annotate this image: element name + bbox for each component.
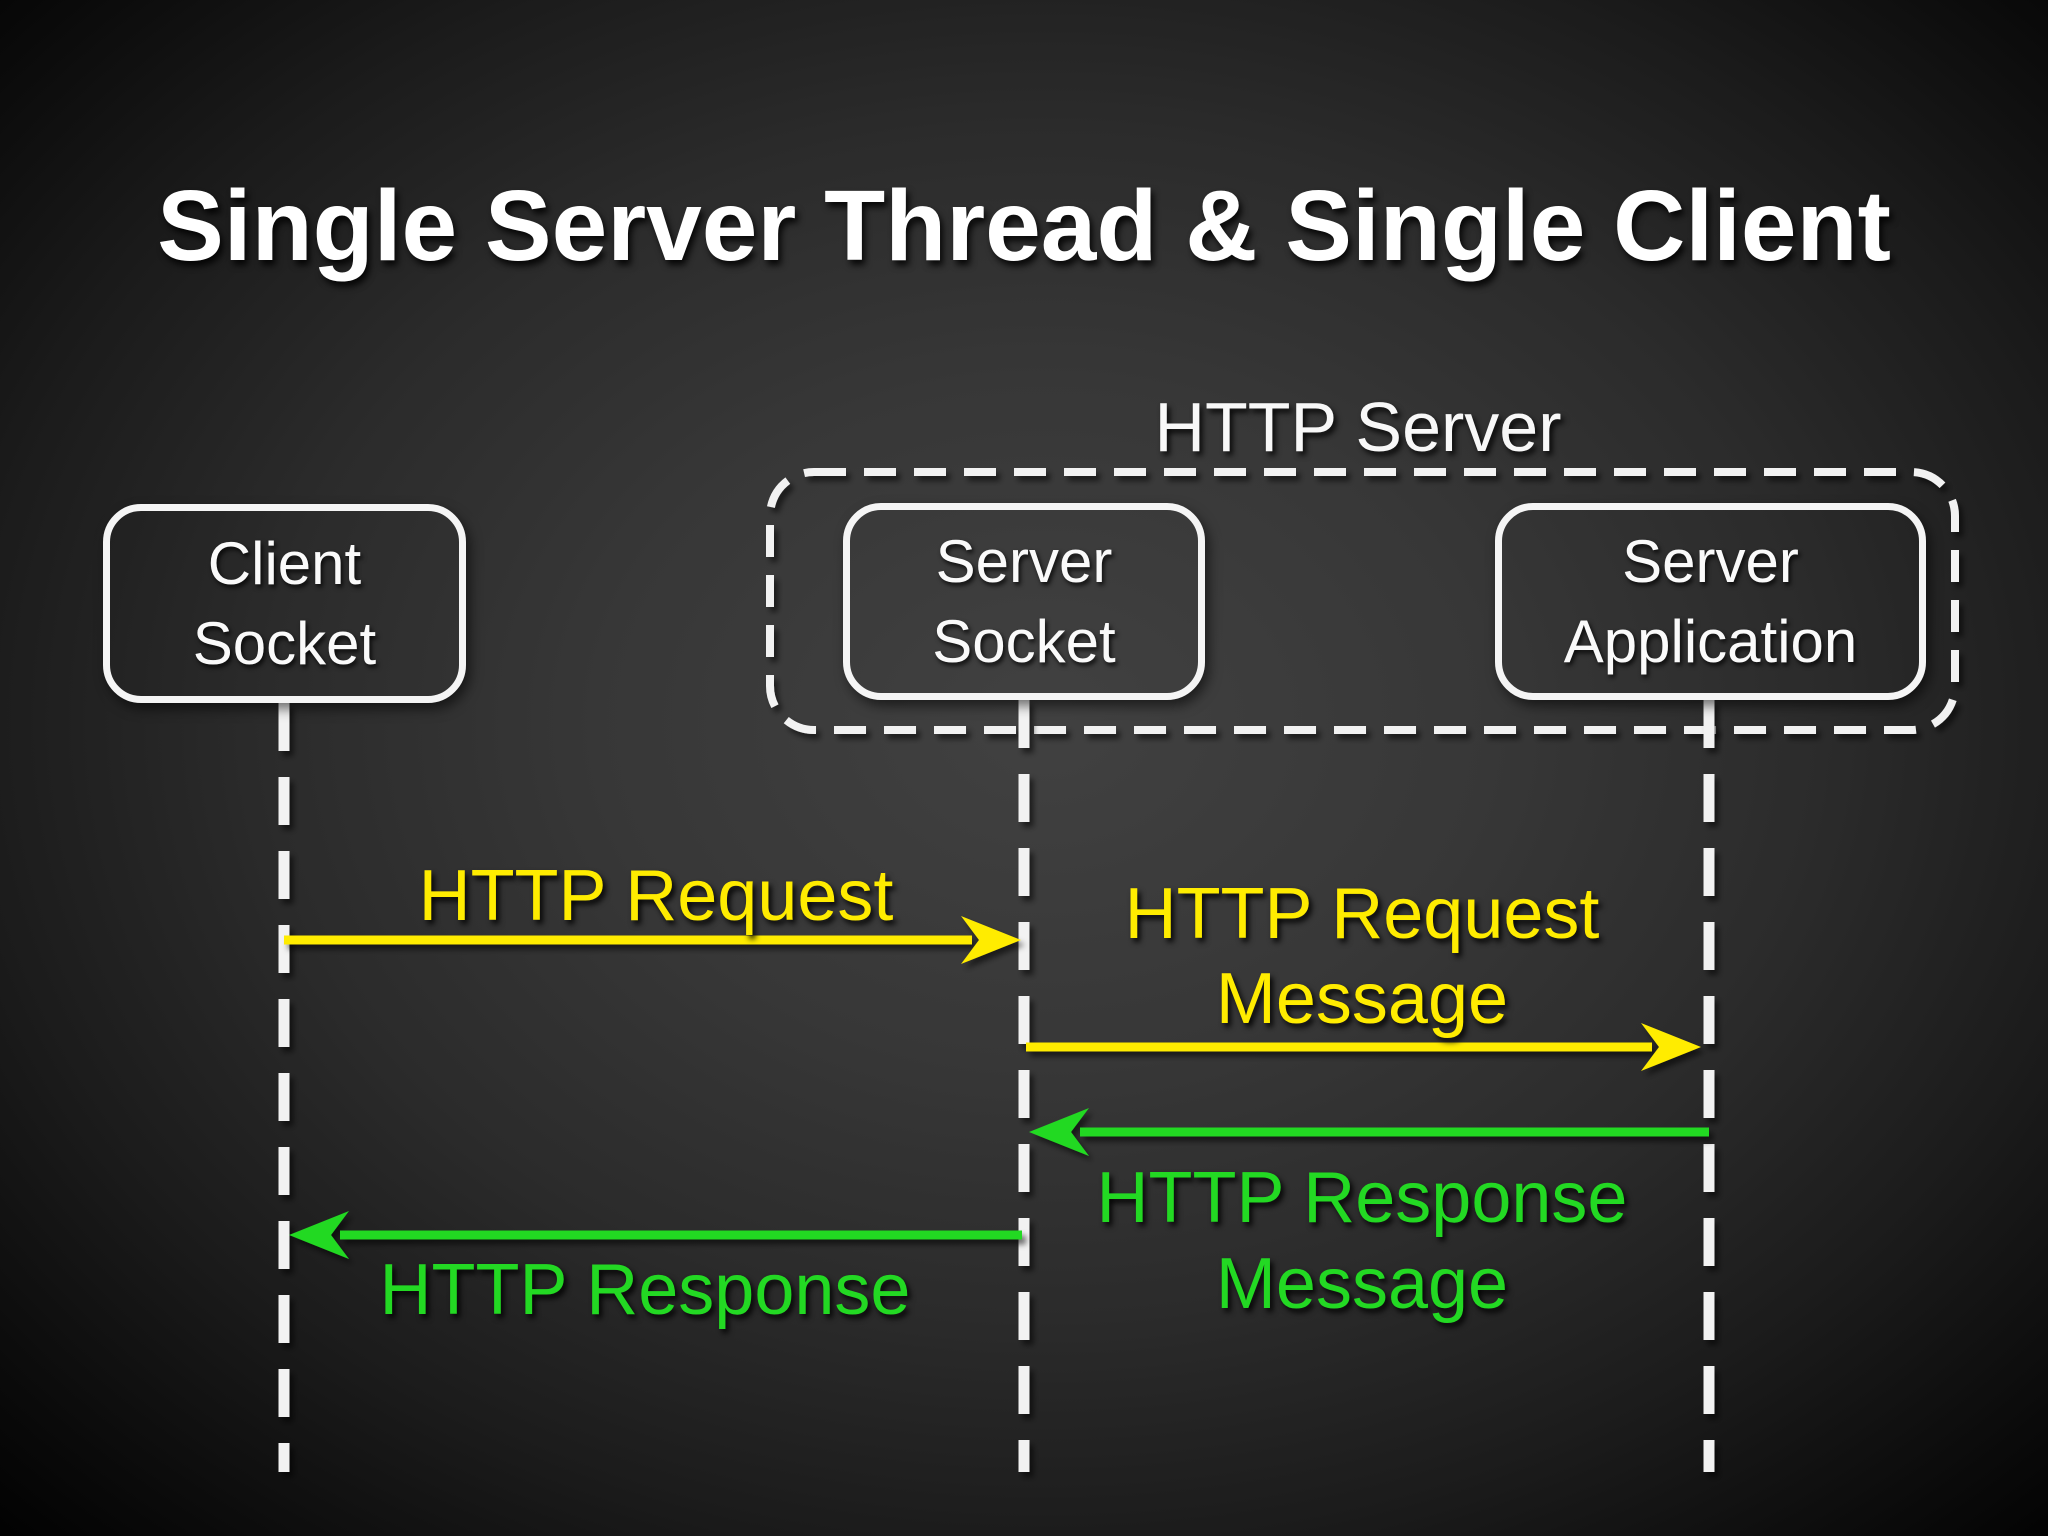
actor-label-line: Socket	[932, 607, 1116, 675]
message-label-http-request: HTTP Request	[418, 856, 894, 936]
actor-label-line: Socket	[192, 609, 377, 677]
http-server-group-label: HTTP Server	[1154, 388, 1562, 466]
arrowhead-left-icon	[1029, 1108, 1089, 1156]
arrow-http-request	[284, 916, 1021, 964]
message-label-line: HTTP Request	[1124, 874, 1600, 954]
actor-box-server-application: Server Application	[1495, 503, 1926, 700]
message-label-http-response: HTTP Response	[379, 1250, 911, 1330]
arrowhead-left-icon	[289, 1211, 349, 1259]
actor-box-client-socket: Client Socket	[103, 504, 466, 703]
arrow-http-request-message	[1026, 1023, 1701, 1071]
message-label-http-response-message: HTTP Response Message	[1097, 1155, 1628, 1327]
http-server-group-box	[766, 468, 1959, 734]
actor-label-line: Application	[1563, 607, 1858, 675]
arrow-http-response-message	[1029, 1108, 1709, 1156]
arrowhead-right-icon	[1641, 1023, 1701, 1071]
actor-label-line: Server	[935, 527, 1113, 595]
actor-label-line: Server	[1622, 527, 1799, 595]
arrow-http-response	[289, 1211, 1022, 1259]
actor-box-server-socket: Server Socket	[843, 503, 1205, 700]
message-label-http-request-message: HTTP Request Message	[1125, 872, 1600, 1042]
message-label-line: Message	[1215, 1244, 1509, 1324]
message-label-line: Message	[1215, 959, 1509, 1039]
arrowhead-right-icon	[961, 916, 1021, 964]
page-title: Single Server Thread & Single Client	[157, 170, 1891, 282]
actor-label-line: Client	[207, 529, 362, 597]
message-label-line: HTTP Response	[1096, 1158, 1628, 1238]
